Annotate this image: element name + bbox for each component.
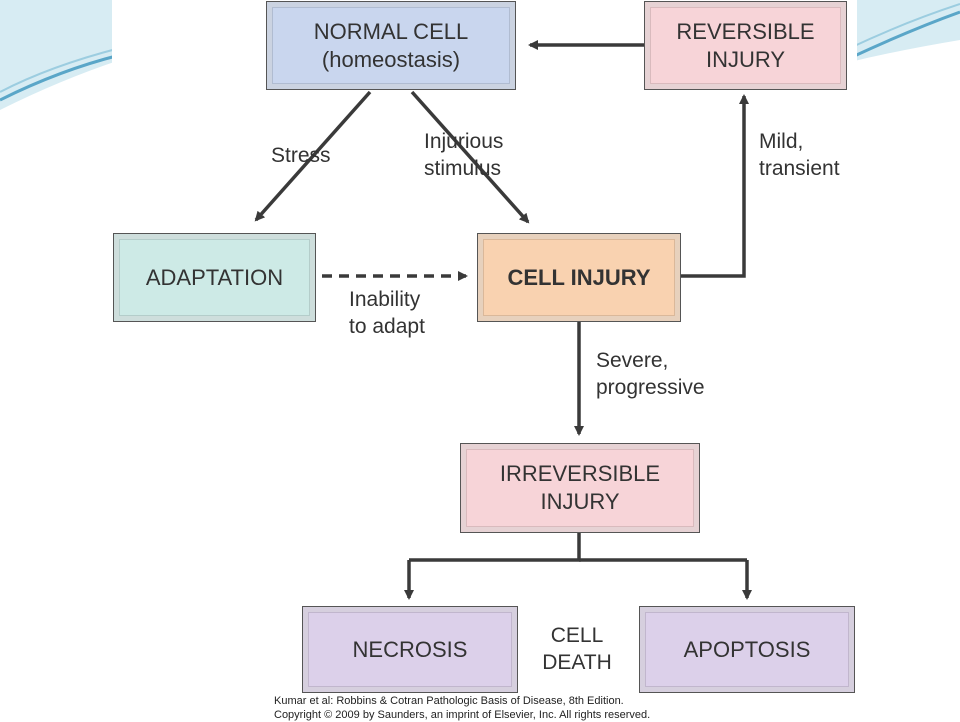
node-cell-injury: CELL INJURY (477, 233, 681, 322)
node-necrosis-label: NECROSIS (352, 636, 468, 662)
node-apoptosis-label: APOPTOSIS (683, 636, 811, 662)
node-reversible-injury: REVERSIBLE INJURY (644, 1, 847, 90)
edge-label-mild-transient: Mild, transient (759, 130, 840, 180)
arrow-injurious-stimulus (410, 90, 530, 224)
node-reversible-injury-label: REVERSIBLE INJURY (676, 18, 815, 72)
node-adaptation: ADAPTATION (113, 233, 316, 322)
diagram-panel (112, 0, 857, 720)
arrow-mild-transient (681, 94, 749, 278)
group-label-cell-death: CELL DEATH (542, 624, 612, 674)
arrow-split-connector (409, 533, 581, 562)
node-irreversible-injury: IRREVERSIBLE INJURY (460, 443, 700, 533)
node-cell-injury-label: CELL INJURY (507, 264, 651, 290)
node-irreversible-injury-label: IRREVERSIBLE INJURY (499, 461, 661, 514)
source-caption: Kumar et al: Robbins & Cotran Pathologic… (274, 695, 651, 721)
edge-label-inability-to-adapt: Inability to adapt (349, 288, 425, 338)
edge-label-injurious-stimulus: Injurious stimulus (424, 130, 504, 180)
node-necrosis: NECROSIS (302, 606, 518, 693)
node-adaptation-label: ADAPTATION (145, 264, 284, 290)
node-normal-cell: NORMAL CELL (homeostasis) (266, 1, 516, 90)
node-apoptosis: APOPTOSIS (639, 606, 855, 693)
edge-label-severe-progressive: Severe, progressive (596, 349, 705, 399)
node-normal-cell-label: NORMAL CELL (homeostasis) (313, 18, 469, 72)
arrow-stress (254, 90, 372, 222)
edge-label-stress: Stress (271, 144, 331, 167)
